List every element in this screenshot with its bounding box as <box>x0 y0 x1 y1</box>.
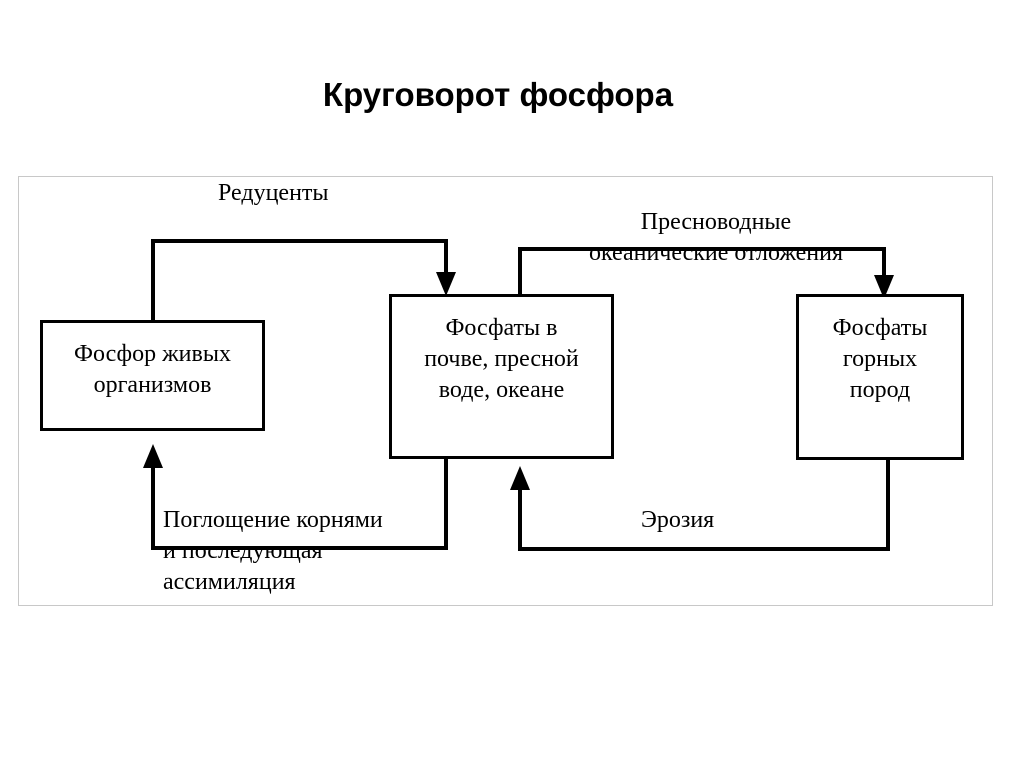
arrowhead-decomposers <box>436 272 456 296</box>
arrowhead-uptake <box>143 444 163 468</box>
node-living-organisms: Фосфор живых организмов <box>40 320 265 431</box>
arrow-deposits <box>518 247 886 294</box>
node-rock-phosphates: Фосфаты горных пород <box>796 294 964 460</box>
diagram-frame <box>18 176 993 606</box>
edge-label-deposits: Пресноводные океанические отложения <box>588 209 844 266</box>
node-living-organisms-label: Фосфор живых организмов <box>74 341 231 398</box>
node-rock-phosphates-label: Фосфаты горных пород <box>832 315 928 403</box>
arrow-decomposers <box>151 239 448 320</box>
node-soil-water-ocean: Фосфаты в почве, пресной воде, океане <box>389 294 614 459</box>
edge-label-erosion: Эрозия <box>641 507 715 533</box>
arrow-uptake <box>151 459 448 550</box>
page-title: Круговорот фосфора <box>322 76 674 113</box>
node-soil-water-ocean-label: Фосфаты в почве, пресной воде, океане <box>424 315 579 403</box>
arrow-erosion <box>518 460 890 551</box>
edge-label-decomposers: Редуценты <box>218 180 329 206</box>
arrowhead-deposits <box>874 275 894 299</box>
edge-label-uptake: Поглощение корнями и последующая ассимил… <box>163 507 383 595</box>
arrowhead-erosion <box>510 466 530 490</box>
